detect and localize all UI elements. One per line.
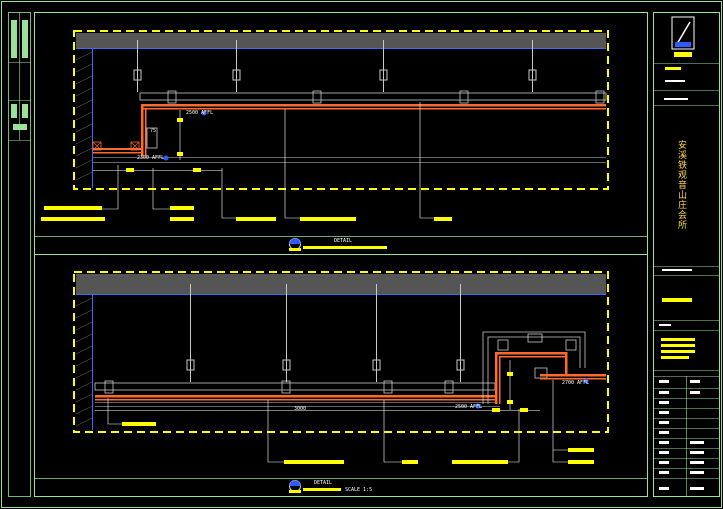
title-block — [653, 16, 720, 496]
bottom-note-6 — [568, 460, 594, 464]
title-block-frame — [653, 12, 720, 497]
top-detail — [41, 30, 609, 251]
bottom-note-4 — [452, 460, 508, 464]
top-note-4 — [170, 217, 194, 221]
project-name: 安溪铁观音山庄会所 — [676, 140, 686, 230]
bottom-ceiling-slab — [76, 274, 606, 294]
bottom-dim-label: 3000 — [294, 406, 307, 412]
top-dim-label: 75 — [150, 128, 157, 134]
bottom-note-3 — [402, 460, 418, 464]
bottom-detail-viewport — [73, 271, 609, 433]
top-detail-title: DETAIL — [334, 238, 353, 244]
top-level-mark-2: 2300 AFFL — [137, 155, 165, 161]
bottom-detail-title: DETAIL — [314, 480, 333, 486]
top-detail-viewport — [73, 30, 609, 190]
top-note-5 — [236, 217, 276, 221]
bottom-note-5 — [568, 448, 594, 452]
bottom-note-2 — [284, 460, 344, 464]
top-ceiling-slab — [76, 33, 606, 48]
bottom-detail-scale: SCALE 1:5 — [345, 487, 373, 493]
top-note-6 — [300, 217, 356, 221]
revision-strip — [8, 12, 31, 497]
bottom-caption-bar — [303, 488, 341, 491]
top-note-7 — [434, 217, 452, 221]
top-note-3 — [170, 206, 194, 210]
top-caption-bar — [303, 246, 387, 249]
top-note-2 — [41, 217, 105, 221]
top-note-1 — [44, 206, 102, 210]
bottom-note-1 — [122, 422, 156, 426]
bottom-level-mark-2: 2500 AFFL — [455, 404, 483, 410]
top-level-mark-1: 2500 AFFL — [186, 110, 214, 116]
bottom-detail — [73, 271, 609, 493]
bottom-level-mark-1: 2700 AFFL — [562, 380, 590, 386]
